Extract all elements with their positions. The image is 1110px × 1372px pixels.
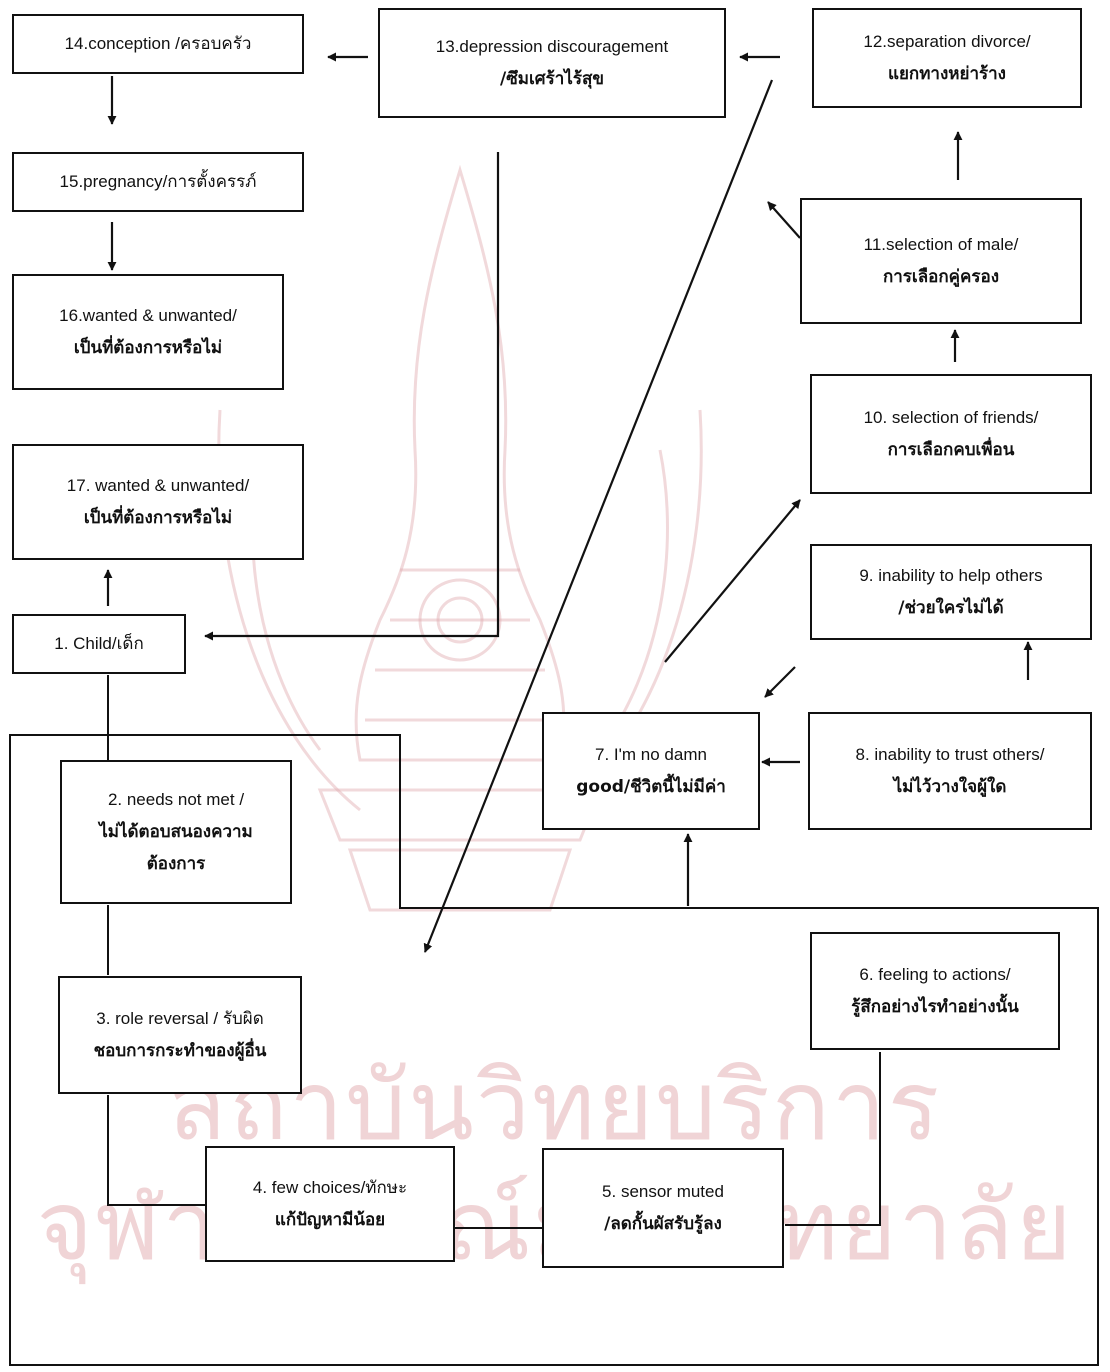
- node-6-text-en: 6. feeling to actions/: [859, 964, 1011, 984]
- connector-5-6: [785, 1052, 881, 1226]
- node-8-text-en: 8. inability to trust others/: [855, 744, 1045, 764]
- node-11-selection-male: 11.selection of male/ การเลือกคู่ครอง: [800, 198, 1082, 324]
- node-11-text-en: 11.selection of male/: [863, 234, 1019, 254]
- node-17-wanted: 17. wanted & unwanted/ เป็นที่ต้องการหรื…: [12, 444, 304, 560]
- node-3-text-en: 3. role reversal / รับผิด: [96, 1008, 264, 1028]
- arrow-13-1: [204, 152, 500, 641]
- node-7-text-en: 7. I'm no damn: [595, 744, 707, 764]
- node-1-text: 1. Child/เด็ก: [54, 633, 144, 653]
- node-3-text-th: ชอบการกระทำของผู้อื่น: [93, 1041, 267, 1061]
- node-7-text-th: good/ชีวิตนี้ไม่มีค่า: [576, 777, 726, 797]
- node-8-inability-trust: 8. inability to trust others/ ไม่ไว้วางใ…: [808, 712, 1092, 830]
- node-12-text-en: 12.separation divorce/: [863, 31, 1031, 51]
- node-10-selection-friends: 10. selection of friends/ การเลือกคบเพื่…: [810, 374, 1092, 494]
- node-11-text-th: การเลือกคู่ครอง: [882, 267, 1000, 287]
- arrow-12-cycle: [423, 79, 774, 953]
- node-17-text-th: เป็นที่ต้องการหรือไม่: [83, 508, 233, 528]
- arrow-7-10: [664, 499, 801, 663]
- node-8-text-th: ไม่ไว้วางใจผู้ใด: [893, 777, 1007, 797]
- node-3-role-reversal: 3. role reversal / รับผิด ชอบการกระทำของ…: [58, 976, 302, 1094]
- node-10-text-en: 10. selection of friends/: [863, 407, 1039, 427]
- arrow-9-7: [764, 666, 796, 698]
- node-12-separation: 12.separation divorce/ แยกทางหย่าร้าง: [812, 8, 1082, 108]
- connector-3-4: [107, 1095, 205, 1206]
- node-5-text-en: 5. sensor muted: [602, 1181, 724, 1201]
- node-4-few-choices: 4. few choices/ทักษะ แก้ปัญหามีน้อย: [205, 1146, 455, 1262]
- node-5-text-th: /ลดกั้นผัสรับรู้ลง: [604, 1214, 722, 1234]
- node-14-conception: 14.conception /ครอบครัว: [12, 14, 304, 74]
- node-2-text-th2: ต้องการ: [146, 854, 206, 875]
- node-16-wanted: 16.wanted & unwanted/ เป็นที่ต้องการหรือ…: [12, 274, 284, 390]
- node-5-sensor-muted: 5. sensor muted /ลดกั้นผัสรับรู้ลง: [542, 1148, 784, 1268]
- node-9-text-th: /ช่วยใครไม่ได้: [898, 598, 1004, 618]
- node-2-text-en: 2. needs not met /: [107, 789, 245, 809]
- node-9-inability-help: 9. inability to help others /ช่วยใครไม่ไ…: [810, 544, 1092, 640]
- node-4-text-en: 4. few choices/ทักษะ: [252, 1177, 408, 1197]
- node-13-text-th: /ซึมเศร้าไร้สุข: [500, 69, 604, 89]
- node-6-feeling-to-actions: 6. feeling to actions/ รู้สึกอย่างไรทำอย…: [810, 932, 1060, 1050]
- node-12-text-th: แยกทางหย่าร้าง: [888, 64, 1006, 84]
- node-2-needs-not-met: 2. needs not met / ไม่ได้ตอบสนองความ ต้อ…: [60, 760, 292, 904]
- node-17-text-en: 17. wanted & unwanted/: [66, 475, 250, 495]
- node-16-text-th: เป็นที่ต้องการหรือไม่: [73, 338, 223, 358]
- outer-frame-line: [9, 734, 1099, 1366]
- node-14-text: 14.conception /ครอบครัว: [64, 33, 252, 53]
- node-10-text-th: การเลือกคบเพื่อน: [887, 440, 1015, 460]
- node-9-text-en: 9. inability to help others: [859, 565, 1043, 585]
- node-13-text-en: 13.depression discouragement: [435, 36, 669, 56]
- node-7-no-damn-good: 7. I'm no damn good/ชีวิตนี้ไม่มีค่า: [542, 712, 760, 830]
- arrow-11-diag: [767, 201, 801, 239]
- node-13-depression: 13.depression discouragement /ซึมเศร้าไร…: [378, 8, 726, 118]
- node-2-text-th1: ไม่ได้ตอบสนองความ: [99, 821, 253, 842]
- node-4-text-th: แก้ปัญหามีน้อย: [274, 1210, 386, 1230]
- node-6-text-th: รู้สึกอย่างไรทำอย่างนั้น: [851, 997, 1019, 1017]
- node-16-text-en: 16.wanted & unwanted/: [59, 305, 237, 325]
- node-15-pregnancy: 15.pregnancy/การตั้งครรภ์: [12, 152, 304, 212]
- node-15-text: 15.pregnancy/การตั้งครรภ์: [59, 171, 257, 191]
- node-1-child: 1. Child/เด็ก: [12, 614, 186, 674]
